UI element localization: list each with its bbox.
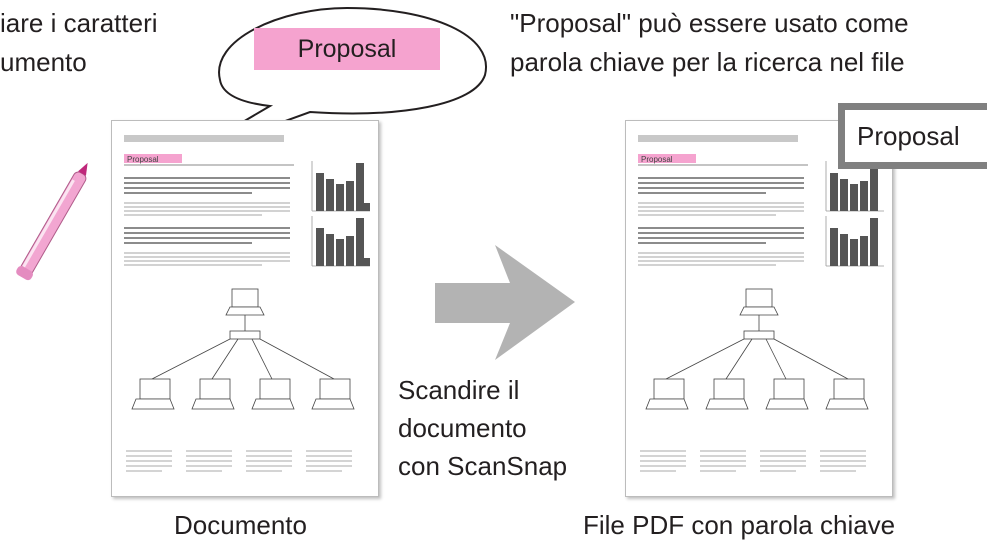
bar-chart-thumbnail-2 xyxy=(311,216,370,267)
svg-text:Proposal: Proposal xyxy=(127,155,159,164)
left-doc-label: Documento xyxy=(174,510,307,540)
pen-icon xyxy=(16,162,88,281)
pdf-document: Proposal xyxy=(625,120,893,497)
scan-caption-line-1: Scandire il xyxy=(398,375,520,405)
left-instruction-line-2: umento xyxy=(0,47,87,77)
scan-caption-line-2: documento xyxy=(398,413,527,443)
scan-caption-line-3: con ScanSnap xyxy=(398,451,568,481)
left-instruction-line-1: iare i caratteri xyxy=(0,8,158,38)
bubble-keyword: Proposal xyxy=(254,28,440,70)
right-doc-label: File PDF con parola chiave xyxy=(583,510,896,540)
keyword-label: Proposal xyxy=(857,121,960,151)
bar-chart-thumbnail-1 xyxy=(311,161,370,212)
bar-chart-thumbnail-3 xyxy=(825,161,884,212)
right-caption-line-1: "Proposal" può essere usato come xyxy=(510,8,909,38)
svg-text:Proposal: Proposal xyxy=(641,155,673,164)
network-hub-icon xyxy=(229,330,261,340)
right-caption-line-2: parola chiave per la ricerca nel file xyxy=(510,47,905,77)
arrow-right-icon xyxy=(435,245,575,360)
original-document: Proposal xyxy=(111,120,379,497)
bar-chart-thumbnail-4 xyxy=(825,216,884,267)
keyword-frame: Proposal xyxy=(838,103,987,169)
